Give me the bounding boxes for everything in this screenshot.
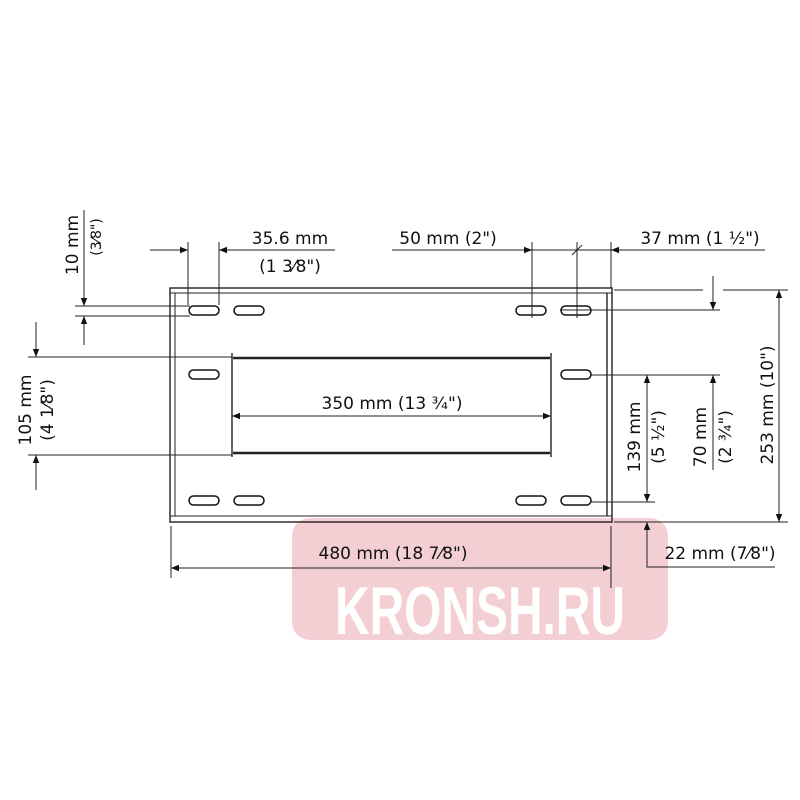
dimension-105mm-inch: (4 1⁄8") [38, 379, 58, 441]
watermark: KRONSH.RU [292, 518, 668, 649]
dimension-22mm: 22 mm (7⁄8") [643, 522, 776, 568]
dimension-70mm: 70 mm (2 ¾") [560, 276, 736, 470]
dimension-10mm-mm: 10 mm [63, 215, 83, 275]
watermark-text: KRONSH.RU [335, 573, 625, 649]
dimension-105mm-mm: 105 mm [16, 375, 36, 446]
dimension-139mm-inch: (5 ½") [649, 410, 669, 464]
rails [231, 353, 552, 457]
dimension-35-6mm-mm: 35.6 mm [252, 229, 328, 249]
dimension-350mm-label: 350 mm (13 ¾") [322, 394, 463, 414]
dimension-35-6mm: 35.6 mm (1 3⁄8") [150, 229, 335, 305]
dimension-139mm-mm: 139 mm [625, 402, 645, 473]
mounting-plate [169, 287, 613, 523]
dimension-37mm-label: 37 mm (1 ½") [640, 229, 759, 249]
dimension-10mm-inch: (3⁄8") [89, 218, 105, 256]
watermark-background [292, 518, 668, 640]
dimension-22mm-label: 22 mm (7⁄8") [664, 544, 775, 564]
dimension-253mm-label: 253 mm (10") [758, 345, 778, 464]
dimension-50mm-37mm: 50 mm (2") 37 mm (1 ½") [392, 229, 765, 318]
dimension-253mm: 253 mm (10") [614, 289, 788, 523]
mounting-slots [188, 305, 592, 506]
dimension-105mm: 105 mm (4 1⁄8") [16, 322, 232, 490]
dimension-70mm-inch: (2 ¾") [716, 410, 736, 464]
dimension-139mm: 139 mm (5 ½") [590, 374, 669, 503]
dimension-50mm-label: 50 mm (2") [399, 229, 496, 249]
dimension-70mm-mm: 70 mm [691, 407, 711, 467]
dimension-350mm: 350 mm (13 ¾") [232, 394, 551, 420]
dimension-480mm: 480 mm (18 7⁄8") [170, 526, 612, 588]
dimension-35-6mm-inch: (1 3⁄8") [259, 257, 321, 277]
dimension-480mm-label: 480 mm (18 7⁄8") [319, 544, 468, 564]
dimension-10mm: 10 mm (3⁄8") [63, 210, 190, 345]
